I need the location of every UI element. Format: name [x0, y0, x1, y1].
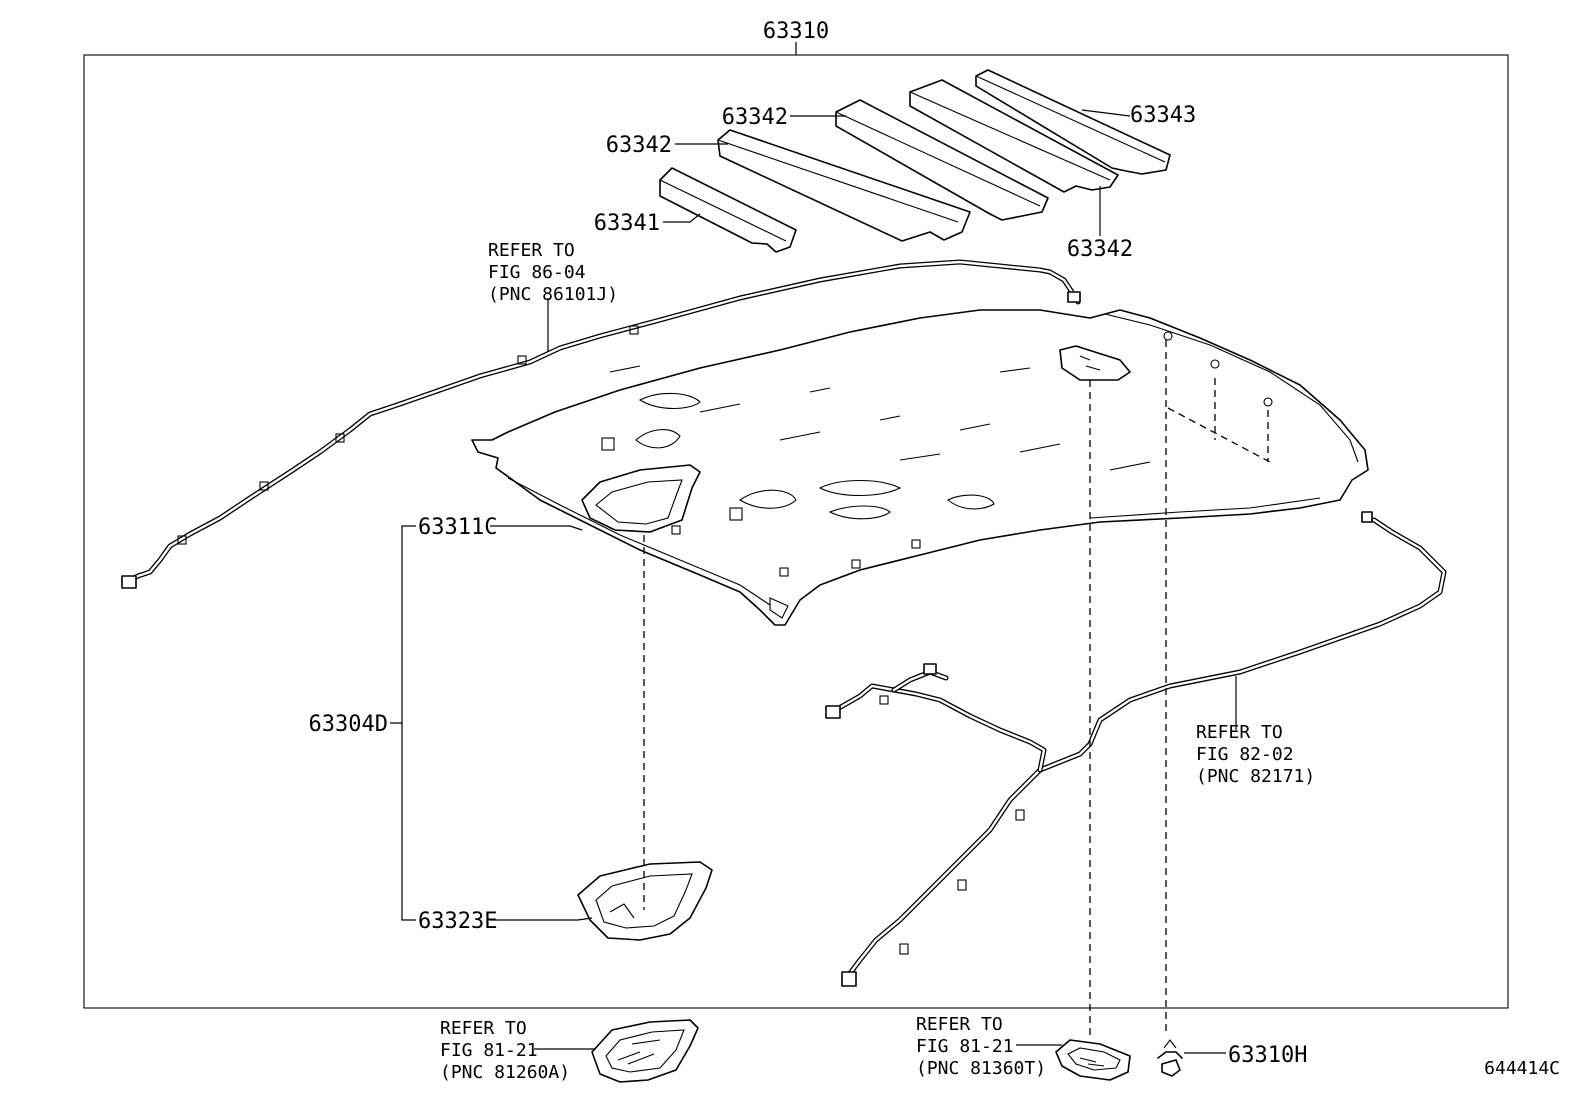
ref-roof-harness: REFER TO FIG 82-02 (PNC 82171): [1196, 722, 1315, 787]
silencer-pad-63343: [975, 69, 1171, 175]
leader-63311c: [490, 525, 583, 531]
label-63342-left: 63342: [606, 133, 672, 158]
label-63311c: 63311C: [418, 515, 497, 540]
ref-room-lamp: REFER TO FIG 81-21 (PNC 81360T): [916, 1014, 1046, 1079]
label-63343: 63343: [1130, 103, 1196, 128]
silencer-pad-63342-right: [909, 79, 1119, 193]
silencer-pad-63342-center: [835, 99, 1049, 221]
label-63304d: 63304D: [309, 712, 388, 737]
label-63323e: 63323E: [418, 909, 497, 934]
label-63342-right: 63342: [1067, 237, 1133, 262]
label-63341: 63341: [594, 211, 660, 236]
label-63310h: 63310H: [1228, 1043, 1307, 1068]
ref-antenna-cable: REFER TO FIG 86-04 (PNC 86101J): [488, 240, 618, 305]
roof-wire-harness: [825, 511, 1447, 987]
assembly-frame: [83, 54, 1509, 1009]
map-lamp-assembly: [591, 1019, 699, 1083]
leader-63343: [1081, 109, 1131, 117]
rear-clip-dashed-guide: [1167, 378, 1271, 463]
map-lamp-bezel-63323e: [577, 861, 713, 941]
antenna-cable: [121, 259, 1081, 589]
label-63342-top: 63342: [722, 105, 788, 130]
bracket-63304d: [390, 525, 416, 921]
leader-63341: [663, 213, 701, 223]
silencer-pad-63341: [659, 167, 797, 253]
ref-map-lamp: REFER TO FIG 81-21 (PNC 81260A): [440, 1018, 570, 1083]
headliner-panel-63311c: [471, 309, 1369, 626]
illustration-code: 644414C: [1484, 1058, 1560, 1079]
silencer-pad-63342-left: [717, 129, 971, 242]
clip-63310h: [1157, 1039, 1183, 1077]
label-63310: 63310: [763, 19, 829, 44]
leader-63323e: [490, 917, 593, 921]
room-lamp-assembly: [1055, 1039, 1131, 1081]
